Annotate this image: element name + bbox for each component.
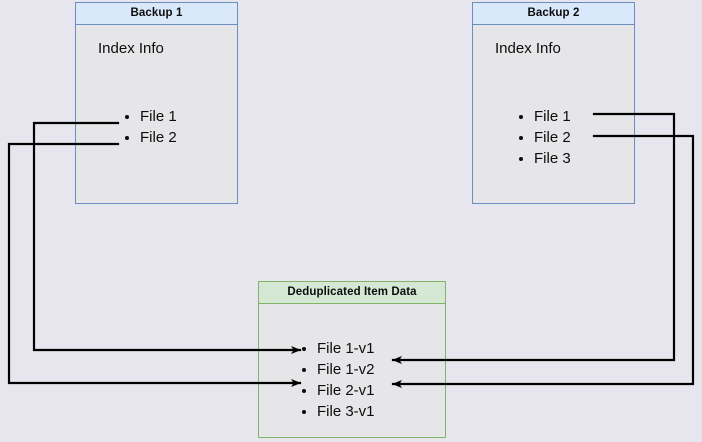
- dedup-item[interactable]: File 1-v1: [317, 338, 375, 359]
- backup1-file-list: File 1 File 2: [124, 106, 177, 148]
- deduplicated-item-data-box[interactable]: Deduplicated Item Data File 1-v1 File 1-…: [258, 281, 446, 438]
- dedup-item[interactable]: File 1-v2: [317, 359, 375, 380]
- backup2-box[interactable]: Backup 2 Index Info File 1 File 2 File 3: [472, 2, 635, 204]
- backup1-index-info-label: Index Info: [98, 40, 164, 57]
- dedup-item[interactable]: File 2-v1: [317, 380, 375, 401]
- backup2-file-list: File 1 File 2 File 3: [518, 106, 571, 169]
- backup1-header: Backup 1: [76, 3, 237, 25]
- dedup-header: Deduplicated Item Data: [259, 282, 445, 304]
- backup2-header: Backup 2: [473, 3, 634, 25]
- backup2-file-item[interactable]: File 1: [534, 106, 571, 127]
- backup1-file-item[interactable]: File 2: [140, 127, 177, 148]
- backup2-file-item[interactable]: File 2: [534, 127, 571, 148]
- backup1-box[interactable]: Backup 1 Index Info File 1 File 2: [75, 2, 238, 204]
- backup1-file-item[interactable]: File 1: [140, 106, 177, 127]
- dedup-item[interactable]: File 3-v1: [317, 401, 375, 422]
- backup2-index-info-label: Index Info: [495, 40, 561, 57]
- dedup-item-list: File 1-v1 File 1-v2 File 2-v1 File 3-v1: [301, 338, 375, 422]
- backup2-file-item[interactable]: File 3: [534, 148, 571, 169]
